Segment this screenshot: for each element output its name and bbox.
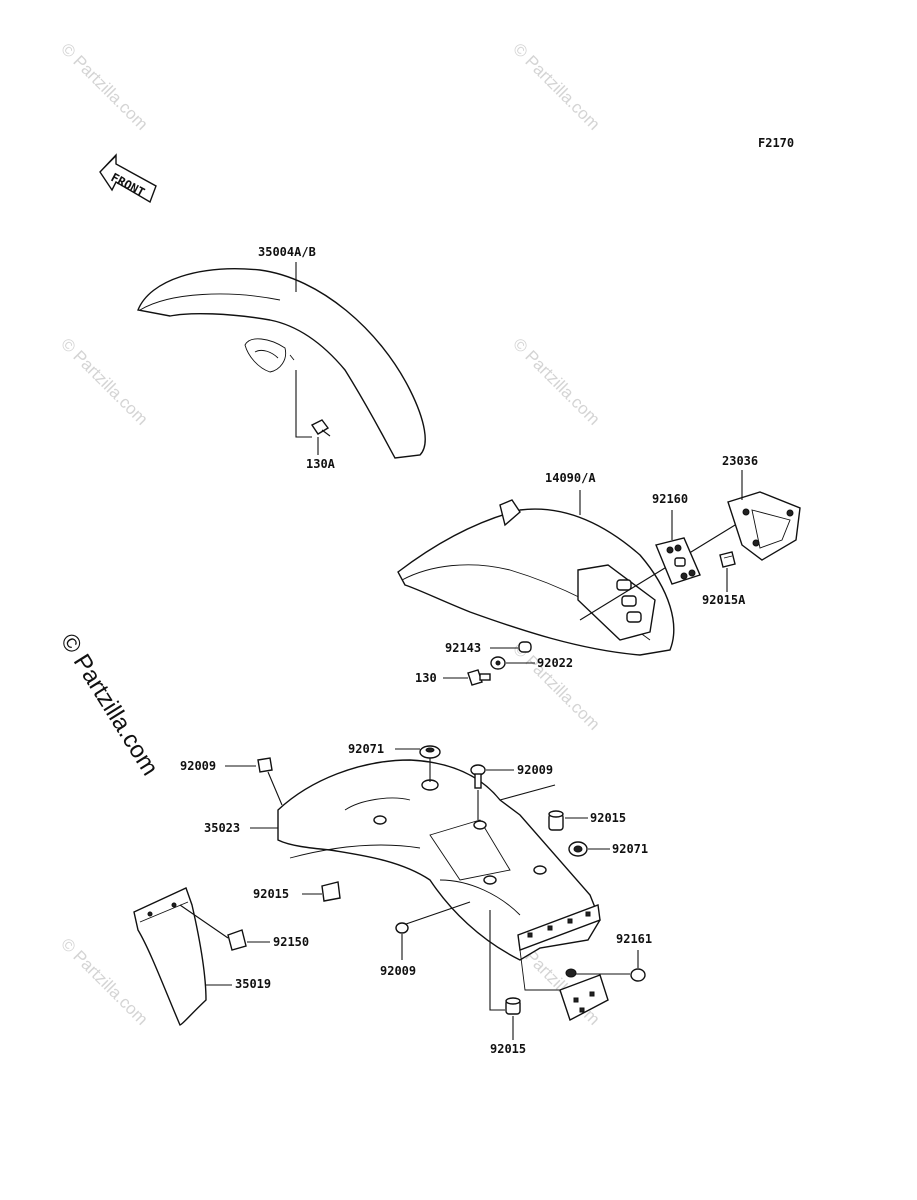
label-bolt-92009-left: 92009 bbox=[180, 759, 216, 773]
bolt-130-icon bbox=[467, 669, 491, 686]
bolt-92009-bottom-icon bbox=[395, 901, 471, 934]
bolt-92009-top-icon bbox=[470, 764, 486, 789]
collar-92143-icon bbox=[518, 641, 532, 653]
label-plate-92160: 92160 bbox=[652, 492, 688, 506]
collar-92015-bottom-icon bbox=[505, 997, 521, 1015]
label-grommet-92071-top: 92071 bbox=[348, 742, 384, 756]
label-bolt-92150: 92150 bbox=[273, 935, 309, 949]
watermark: © Partzilla.com bbox=[509, 334, 603, 428]
nut-92015a-icon bbox=[719, 551, 736, 568]
diagram-code: F2170 bbox=[758, 136, 794, 150]
label-collar-92015-right: 92015 bbox=[590, 811, 626, 825]
watermark: © Partzilla.com bbox=[509, 639, 603, 733]
bracket-23036 bbox=[727, 491, 801, 561]
plate-92160 bbox=[655, 537, 701, 585]
label-bolt-92009-top: 92009 bbox=[517, 763, 553, 777]
front-arrow-icon: FRONT bbox=[99, 153, 157, 204]
watermark: © Partzilla.com bbox=[509, 39, 603, 133]
watermark: © Partzilla.com bbox=[57, 934, 151, 1028]
label-collar-92015-left: 92015 bbox=[253, 887, 289, 901]
label-washer-92022: 92022 bbox=[537, 656, 573, 670]
label-bolt-92009-bottom: 92009 bbox=[380, 964, 416, 978]
front-fender bbox=[137, 268, 426, 459]
label-cap-92161: 92161 bbox=[616, 932, 652, 946]
rear-fender bbox=[277, 759, 609, 1022]
grommet-92071-right-icon bbox=[568, 841, 588, 857]
grommet-92071-top-icon bbox=[419, 745, 441, 759]
label-front-fender: 35004A/B bbox=[258, 245, 316, 259]
label-rear-fender-cover: 14090/A bbox=[545, 471, 596, 485]
label-bolt-130a: 130A bbox=[306, 457, 336, 471]
washer-92022-icon bbox=[490, 656, 506, 670]
rear-fender-cover bbox=[397, 499, 675, 656]
label-collar-92143: 92143 bbox=[445, 641, 481, 655]
watermark-side: © Partzilla.com bbox=[55, 629, 164, 780]
flap-35019 bbox=[133, 887, 207, 1026]
watermark: © Partzilla.com bbox=[57, 334, 151, 428]
watermark: © Partzilla.com bbox=[57, 39, 151, 133]
label-grommet-92071-right: 92071 bbox=[612, 842, 648, 856]
label-rear-fender: 35023 bbox=[204, 821, 240, 835]
collar-92015-left-icon bbox=[321, 881, 341, 902]
cap-92161-icon bbox=[565, 968, 646, 982]
label-bolt-130: 130 bbox=[415, 671, 437, 685]
bolt-92009-left-icon bbox=[257, 757, 283, 806]
label-flap-35019: 35019 bbox=[235, 977, 271, 991]
bolt-130a-icon bbox=[295, 370, 331, 438]
collar-92015-right-icon bbox=[548, 810, 564, 831]
label-bracket-23036: 23036 bbox=[722, 454, 758, 468]
label-collar-92015-bottom: 92015 bbox=[490, 1042, 526, 1056]
label-nut-92015a: 92015A bbox=[702, 593, 746, 607]
bolt-92150-icon bbox=[179, 904, 247, 951]
